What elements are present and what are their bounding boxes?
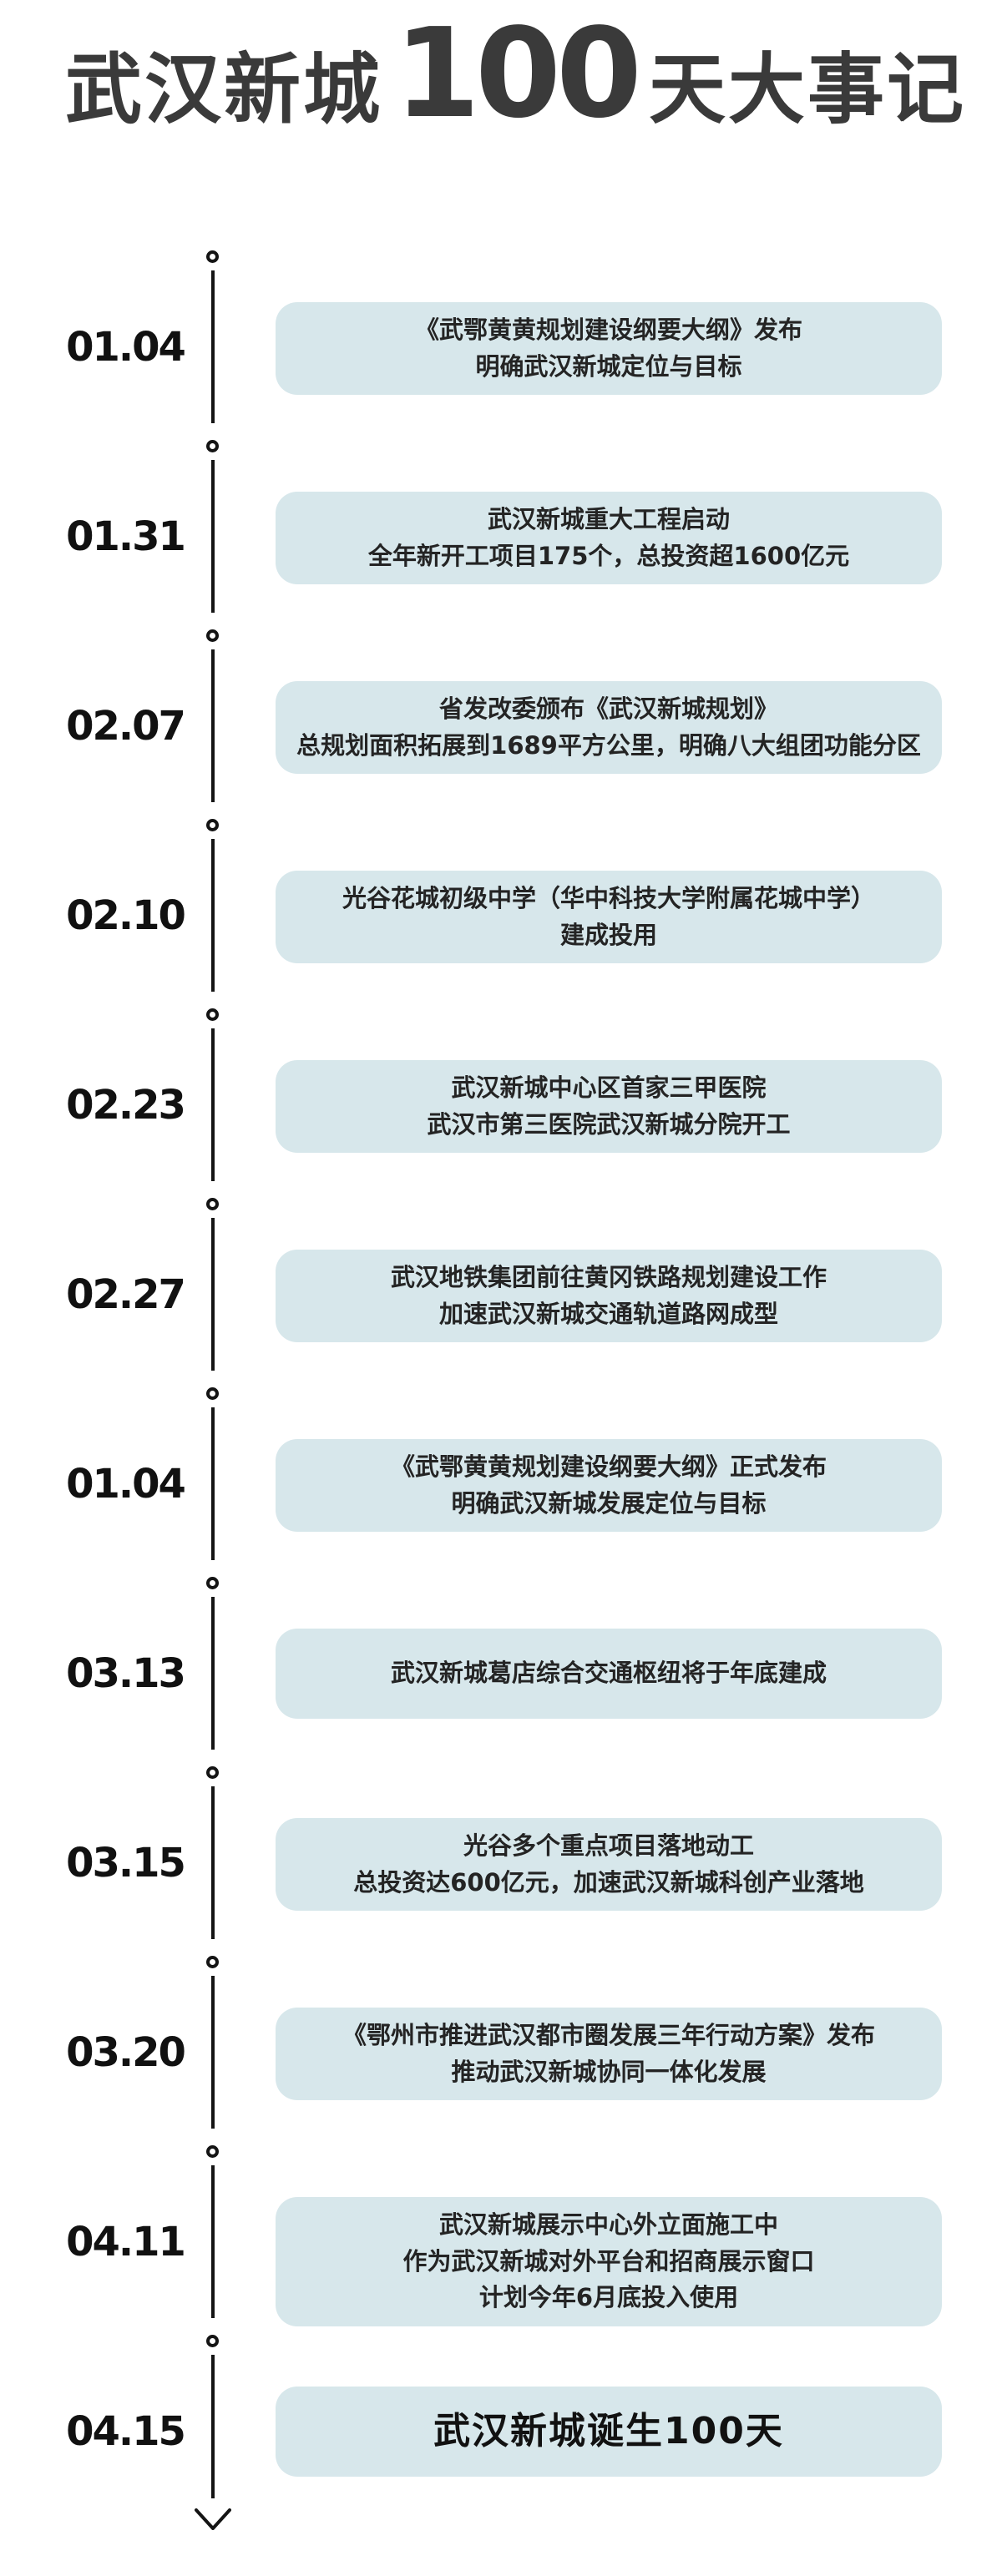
- timeline-connector: [211, 270, 215, 423]
- arrow-down-icon: [195, 2508, 231, 2530]
- event-text: 武汉新城诞生100天: [433, 2410, 784, 2452]
- timeline-event: 01.04 《武鄂黄黄规划建设纲要大纲》正式发布 明确武汉新城发展定位与目标: [0, 1387, 1002, 1577]
- event-card: 武汉地铁集团前往黄冈铁路规划建设工作 加速武汉新城交通轨道路网成型: [276, 1250, 942, 1342]
- timeline: 01.04 《武鄂黄黄规划建设纲要大纲》发布 明确武汉新城定位与目标 01.31…: [0, 250, 1002, 2576]
- event-date: 04.11: [66, 2219, 186, 2265]
- event-card-final: 武汉新城诞生100天: [276, 2387, 942, 2477]
- event-date: 03.13: [66, 1650, 186, 1697]
- event-date: 04.15: [66, 2408, 186, 2455]
- timeline-connector: [211, 1976, 215, 2129]
- event-card: 省发改委颁布《武汉新城规划》 总规划面积拓展到1689平方公里，明确八大组团功能…: [276, 681, 942, 774]
- event-text: 武汉新城展示中心外立面施工中 作为武汉新城对外平台和招商展示窗口 计划今年6月底…: [402, 2210, 815, 2311]
- title-number: 100: [394, 2, 642, 145]
- event-card: 武汉新城中心区首家三甲医院 武汉市第三医院武汉新城分院开工: [276, 1060, 942, 1153]
- timeline-node-icon: [206, 1766, 219, 1779]
- timeline-node-icon: [206, 2335, 219, 2347]
- timeline-node-icon: [206, 819, 219, 831]
- timeline-event: 04.11 武汉新城展示中心外立面施工中 作为武汉新城对外平台和招商展示窗口 计…: [0, 2145, 1002, 2335]
- timeline-connector: [211, 1407, 215, 1560]
- timeline-connector: [211, 839, 215, 992]
- timeline-node-icon: [206, 2145, 219, 2158]
- event-text: 《武鄂黄黄规划建设纲要大纲》正式发布 明确武汉新城发展定位与目标: [390, 1452, 827, 1518]
- timeline-connector: [211, 649, 215, 802]
- timeline-node-icon: [206, 1956, 219, 1968]
- event-date: 03.20: [66, 2029, 186, 2076]
- timeline-event: 01.31 武汉新城重大工程启动 全年新开工项目175个，总投资超1600亿元: [0, 440, 1002, 629]
- timeline-node-icon: [206, 1008, 219, 1021]
- timeline-event: 03.20 《鄂州市推进武汉都市圈发展三年行动方案》发布 推动武汉新城协同一体化…: [0, 1956, 1002, 2145]
- event-card: 武汉新城展示中心外立面施工中 作为武汉新城对外平台和招商展示窗口 计划今年6月底…: [276, 2197, 942, 2326]
- event-date: 01.04: [66, 324, 186, 371]
- event-date: 01.31: [66, 513, 186, 560]
- event-card: 光谷多个重点项目落地动工 总投资达600亿元，加速武汉新城科创产业落地: [276, 1818, 942, 1911]
- timeline-connector: [211, 1597, 215, 1750]
- event-text: 武汉地铁集团前往黄冈铁路规划建设工作 加速武汉新城交通轨道路网成型: [390, 1263, 827, 1328]
- title-suffix: 天大事记: [648, 45, 966, 134]
- timeline-event: 02.07 省发改委颁布《武汉新城规划》 总规划面积拓展到1689平方公里，明确…: [0, 629, 1002, 819]
- timeline-node-icon: [206, 250, 219, 263]
- event-date: 02.23: [66, 1082, 186, 1129]
- timeline-node-icon: [206, 1198, 219, 1210]
- page-title: 武汉新城 100 天大事记: [0, 0, 1002, 150]
- timeline-event: 02.27 武汉地铁集团前往黄冈铁路规划建设工作 加速武汉新城交通轨道路网成型: [0, 1198, 1002, 1387]
- event-date: 01.04: [66, 1461, 186, 1508]
- event-card: 《鄂州市推进武汉都市圈发展三年行动方案》发布 推动武汉新城协同一体化发展: [276, 2008, 942, 2100]
- event-text: 武汉新城葛店综合交通枢纽将于年底建成: [390, 1659, 827, 1688]
- event-text: 《鄂州市推进武汉都市圈发展三年行动方案》发布 推动武汉新城协同一体化发展: [342, 2021, 875, 2086]
- timeline-connector: [211, 460, 215, 613]
- title-prefix: 武汉新城: [65, 45, 383, 134]
- timeline-event: 04.15 武汉新城诞生100天: [0, 2335, 1002, 2576]
- timeline-node-icon: [206, 440, 219, 452]
- timeline-connector: [211, 1028, 215, 1181]
- event-text: 《武鄂黄黄规划建设纲要大纲》发布 明确武汉新城定位与目标: [414, 316, 802, 381]
- timeline-connector: [211, 2355, 215, 2498]
- timeline-event: 02.10 光谷花城初级中学（华中科技大学附属花城中学） 建成投用: [0, 819, 1002, 1008]
- timeline-node-icon: [206, 629, 219, 642]
- event-text: 武汉新城中心区首家三甲医院 武汉市第三医院武汉新城分院开工: [427, 1073, 791, 1139]
- event-text: 省发改委颁布《武汉新城规划》 总规划面积拓展到1689平方公里，明确八大组团功能…: [296, 695, 921, 760]
- event-date: 02.10: [66, 892, 186, 939]
- event-card: 光谷花城初级中学（华中科技大学附属花城中学） 建成投用: [276, 871, 942, 963]
- timeline-connector: [211, 2165, 215, 2318]
- timeline-connector: [211, 1218, 215, 1371]
- timeline-node-icon: [206, 1387, 219, 1400]
- event-card: 《武鄂黄黄规划建设纲要大纲》发布 明确武汉新城定位与目标: [276, 302, 942, 395]
- event-text: 光谷多个重点项目落地动工 总投资达600亿元，加速武汉新城科创产业落地: [353, 1831, 864, 1897]
- event-card: 武汉新城葛店综合交通枢纽将于年底建成: [276, 1629, 942, 1719]
- event-date: 02.27: [66, 1271, 186, 1318]
- event-date: 02.07: [66, 703, 186, 750]
- timeline-event: 02.23 武汉新城中心区首家三甲医院 武汉市第三医院武汉新城分院开工: [0, 1008, 1002, 1198]
- event-date: 03.15: [66, 1840, 186, 1887]
- timeline-connector: [211, 1786, 215, 1939]
- timeline-event: 01.04 《武鄂黄黄规划建设纲要大纲》发布 明确武汉新城定位与目标: [0, 250, 1002, 440]
- event-text: 光谷花城初级中学（华中科技大学附属花城中学） 建成投用: [342, 884, 875, 949]
- event-card: 《武鄂黄黄规划建设纲要大纲》正式发布 明确武汉新城发展定位与目标: [276, 1439, 942, 1532]
- event-card: 武汉新城重大工程启动 全年新开工项目175个，总投资超1600亿元: [276, 492, 942, 584]
- timeline-node-icon: [206, 1577, 219, 1589]
- timeline-event: 03.15 光谷多个重点项目落地动工 总投资达600亿元，加速武汉新城科创产业落…: [0, 1766, 1002, 1956]
- event-text: 武汉新城重大工程启动 全年新开工项目175个，总投资超1600亿元: [367, 505, 850, 570]
- timeline-event: 03.13 武汉新城葛店综合交通枢纽将于年底建成: [0, 1577, 1002, 1766]
